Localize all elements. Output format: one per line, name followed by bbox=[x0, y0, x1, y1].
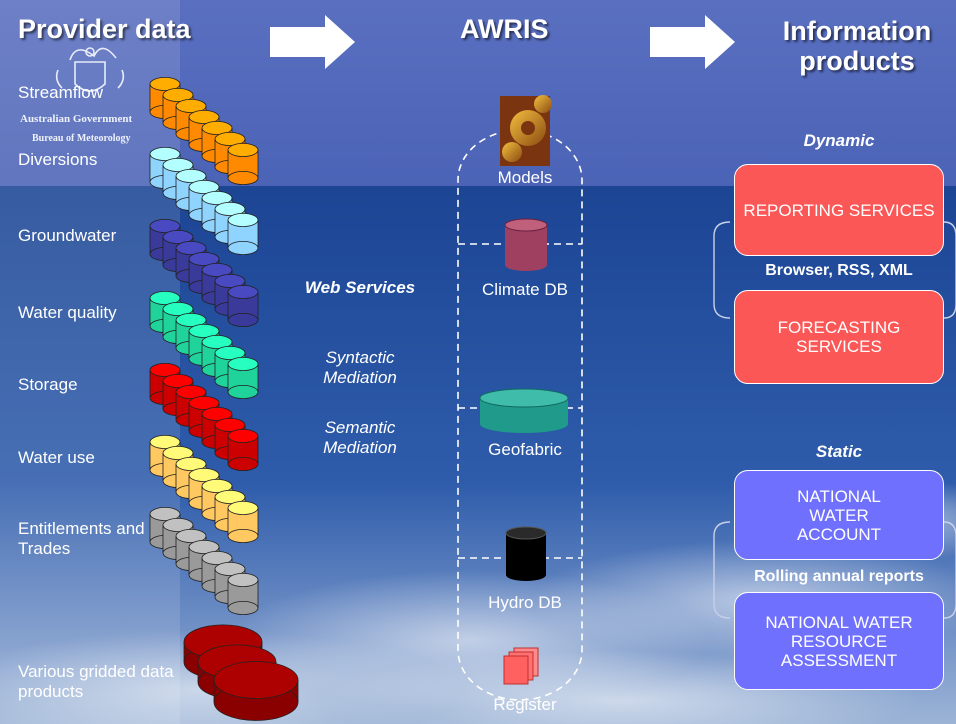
provider-item-storage: Storage bbox=[18, 375, 78, 394]
cylinder-streamflow bbox=[227, 142, 259, 185]
header-arrows bbox=[270, 15, 735, 69]
hydro-db-icon bbox=[505, 526, 547, 581]
web-services-label: Web Services bbox=[304, 278, 416, 297]
reporting-services-text: REPORTING SERVICES bbox=[743, 200, 935, 220]
syntactic-mediation-label: Syntactic Mediation bbox=[323, 348, 397, 387]
static-label: Static bbox=[815, 442, 863, 461]
awris-register-label: Register bbox=[493, 695, 557, 714]
provider-column-band bbox=[0, 0, 180, 724]
awris-models-label: Models bbox=[497, 168, 553, 187]
provider-item-water-use: Water use bbox=[18, 448, 95, 467]
awris-heading: AWRIS bbox=[460, 14, 549, 44]
provider-item-diversions: Diversions bbox=[18, 150, 98, 169]
browser-rss-xml-label: Browser, RSS, XML bbox=[765, 262, 913, 279]
crest-icon bbox=[55, 47, 125, 92]
provider-item-entitlements: Entitlements and Trades bbox=[18, 519, 145, 558]
logo-government-text: Australian Government bbox=[20, 113, 133, 125]
national-water-account-box: NATIONAL WATER ACCOUNT bbox=[734, 470, 944, 560]
reporting-services-box: REPORTING SERVICES bbox=[734, 164, 944, 256]
forecasting-services-box: FORECASTING SERVICES bbox=[734, 290, 944, 384]
dynamic-label: Dynamic bbox=[803, 131, 875, 150]
provider-item-groundwater: Groundwater bbox=[18, 226, 117, 245]
provider-item-gridded: Various gridded data products bbox=[18, 662, 174, 701]
national-water-account-text: NATIONAL WATER ACCOUNT bbox=[796, 486, 882, 544]
cylinder-water-use bbox=[227, 500, 259, 544]
gridded-cylinders bbox=[183, 624, 299, 721]
arrow-icon bbox=[650, 15, 735, 69]
cylinder-water-quality bbox=[227, 356, 259, 399]
geofabric-icon bbox=[479, 388, 569, 433]
awris-geofabric-label: Geofabric bbox=[488, 440, 562, 459]
register-icon bbox=[503, 647, 539, 685]
awris-hydro-db-label: Hydro DB bbox=[488, 593, 562, 612]
logo-bureau-text: Bureau of Meteorology bbox=[32, 133, 131, 144]
rolling-annual-reports-label: Rolling annual reports bbox=[754, 568, 924, 585]
provider-data-heading: Provider data bbox=[18, 14, 191, 44]
provider-item-streamflow: Streamflow bbox=[18, 83, 104, 102]
cylinder-entitlements bbox=[227, 573, 259, 616]
cylinder-diversions bbox=[227, 212, 259, 255]
national-water-resource-assessment-text: NATIONAL WATER RESOURCE ASSESSMENT bbox=[765, 612, 913, 670]
cylinder-storage bbox=[227, 428, 259, 471]
provider-item-water-quality: Water quality bbox=[18, 303, 117, 322]
awris-climate-db-label: Climate DB bbox=[482, 280, 568, 299]
cylinder-groundwater bbox=[227, 284, 259, 327]
models-gear-icon bbox=[500, 95, 552, 166]
cylinder-gridded bbox=[213, 661, 299, 721]
provider-cylinders bbox=[149, 77, 259, 616]
climate-db-icon bbox=[504, 218, 548, 271]
forecasting-services-text: FORECASTING SERVICES bbox=[777, 318, 901, 356]
product-brackets bbox=[713, 221, 956, 619]
arrow-icon bbox=[270, 15, 355, 69]
semantic-mediation-label: Semantic Mediation bbox=[323, 418, 397, 457]
national-water-resource-assessment-box: NATIONAL WATER RESOURCE ASSESSMENT bbox=[734, 592, 944, 690]
information-products-heading: Information products bbox=[782, 16, 932, 76]
